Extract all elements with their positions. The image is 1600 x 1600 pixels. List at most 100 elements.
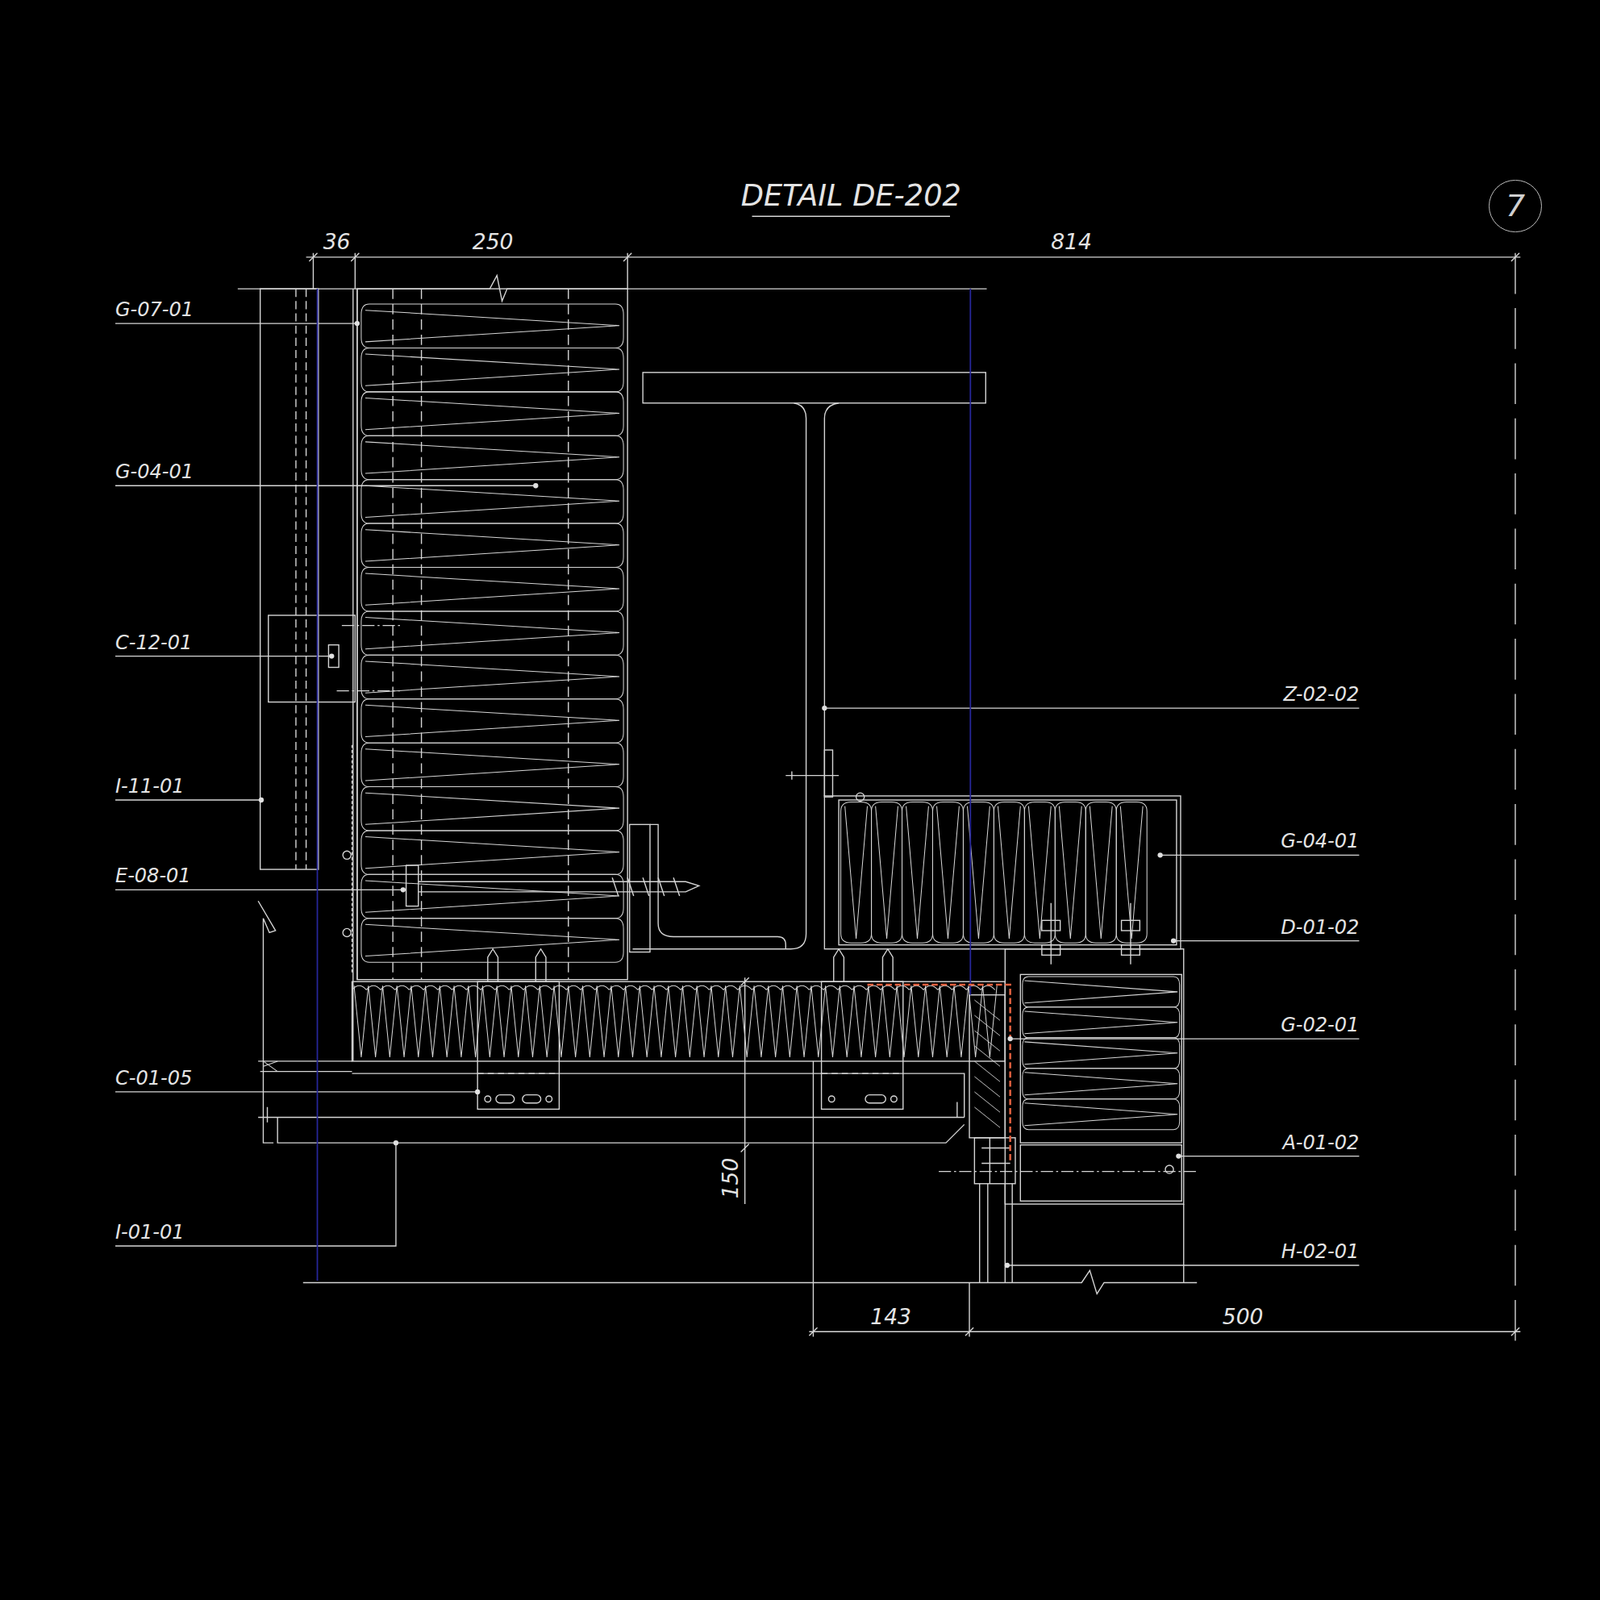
callout-code: H-02-01: [1281, 1241, 1360, 1262]
drawing-path: [795, 985, 810, 990]
drawing-path: [866, 985, 881, 990]
drawing-path: [365, 573, 620, 605]
drawing-rect: [969, 995, 1005, 1138]
drawing-path: [652, 985, 667, 990]
drawing-g: [317, 288, 971, 1281]
drawing-path: [351, 745, 353, 975]
drawing-path: [808, 1327, 1520, 1336]
drawing-path: [623, 985, 638, 990]
drawing-path: [650, 824, 786, 949]
dimension: 150: [720, 1158, 742, 1200]
drawing-path: [361, 699, 624, 743]
drawing-path: [824, 708, 1359, 1266]
drawing-path: [666, 985, 681, 990]
drawing-rect: [522, 1095, 542, 1104]
drawing-path: [361, 304, 624, 348]
drawing-path: [845, 806, 868, 939]
drawing-path: [780, 985, 796, 990]
drawing-path: [366, 985, 381, 990]
drawing-circle: [393, 1140, 399, 1146]
drawing-path: [637, 985, 653, 990]
drawing-circle: [258, 797, 264, 803]
drawing-path: [487, 949, 893, 982]
drawing-rect: [1121, 920, 1141, 931]
drawing-path: [365, 661, 620, 693]
drawing-rect: [495, 1095, 515, 1104]
drawing-g: [115, 216, 1521, 1347]
drawing-path: [766, 985, 781, 990]
drawing-path: [1024, 1011, 1178, 1034]
drawing-path: [979, 1183, 1013, 1284]
drawing-path: [837, 985, 853, 990]
drawing-path: [880, 985, 896, 990]
drawing-circle: [342, 928, 351, 937]
drawing-rect: [1041, 920, 1061, 931]
callout-code: I-01-01: [115, 1222, 185, 1242]
drawing-rect: [974, 1137, 1016, 1184]
callout-code: I-11-01: [115, 776, 185, 796]
drawing-rect: [865, 1095, 886, 1104]
drawing-circle: [484, 1095, 492, 1103]
callout-code: G-02-01: [1280, 1015, 1359, 1035]
callout-code: D-01-02: [1280, 917, 1359, 938]
drawing-path: [997, 806, 1021, 939]
drawing-path: [312, 253, 628, 289]
drawing-path: [952, 985, 967, 990]
drawing-path: [823, 985, 838, 990]
drawing-path: [1183, 1204, 1184, 1283]
drawing-path: [1022, 976, 1180, 1008]
drawing-path: [974, 1000, 1000, 1128]
drawing-rect: [357, 288, 628, 980]
drawing-path: [361, 830, 624, 875]
drawing-path: [361, 523, 624, 567]
drawing-path: [115, 323, 536, 1246]
drawing-path: [785, 771, 839, 780]
drawing-path: [608, 985, 624, 990]
drawing-path: [267, 1102, 958, 1123]
drawing-path: [580, 985, 596, 990]
drawing-path: [392, 288, 569, 980]
drawing-path: [361, 787, 624, 831]
drawing-path: [923, 985, 938, 990]
drawing-path: [871, 802, 903, 944]
drawing-path: [937, 806, 960, 939]
drawing-circle: [856, 792, 865, 801]
drawing-path: [1022, 1099, 1180, 1130]
drawing-rect: [477, 981, 559, 1109]
drawing-path: [867, 984, 1011, 1163]
drawing-path: [695, 985, 710, 990]
sheet-number-circle: 7: [1488, 179, 1542, 234]
drawing-circle: [821, 705, 827, 711]
drawing-path: [1024, 980, 1178, 1004]
drawing-path: [258, 900, 276, 1143]
drawing-rect: [1020, 1145, 1182, 1202]
drawing-path: [1022, 1007, 1180, 1038]
drawing-path: [306, 256, 1521, 258]
drawing-path: [808, 1331, 1521, 1333]
dimension: 500: [1222, 1307, 1264, 1330]
drawing-circle: [1170, 937, 1176, 943]
drawing-path: [477, 1072, 904, 1074]
drawing-path: [365, 749, 620, 781]
drawing-path: [361, 918, 624, 963]
drawing-path: [408, 985, 424, 990]
drawing-path: [423, 985, 438, 990]
drawing-circle: [1157, 852, 1163, 858]
drawing-path: [938, 1170, 1200, 1172]
drawing-path: [437, 985, 453, 990]
drawing-path: [365, 354, 620, 386]
drawing-path: [352, 985, 367, 990]
drawing-circle: [329, 653, 334, 659]
drawing-path: [906, 806, 930, 939]
drawing-circle: [828, 1095, 835, 1103]
drawing-path: [295, 288, 307, 870]
drawing-path: [1024, 1041, 1178, 1065]
drawing-path: [395, 985, 410, 990]
drawing-path: [852, 985, 867, 990]
drawing-path: [365, 617, 620, 650]
drawing-path: [452, 985, 467, 990]
drawing-path: [752, 985, 767, 990]
drawing-path: [937, 985, 953, 990]
drawing-path: [365, 310, 620, 342]
